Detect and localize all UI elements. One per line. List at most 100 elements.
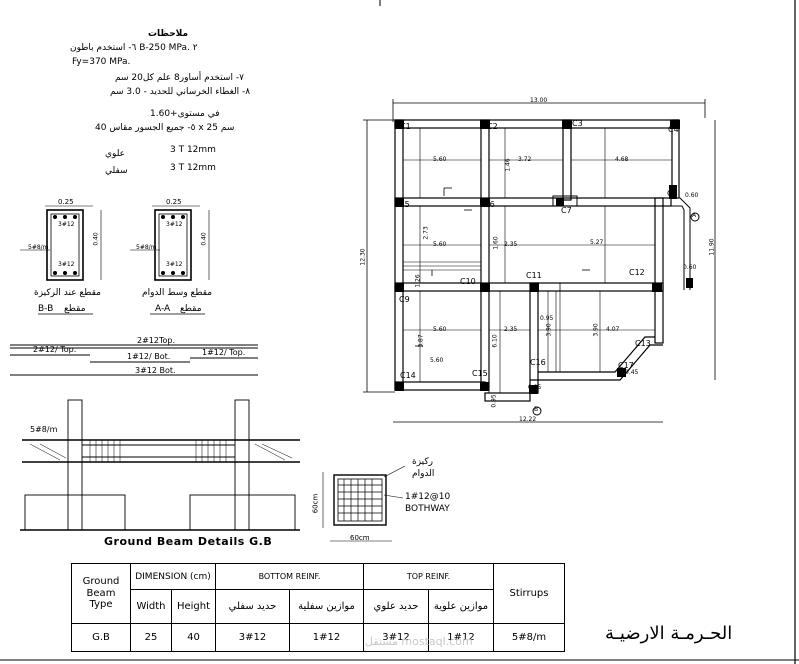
section-left-width: 0.25: [58, 198, 74, 206]
note-1: ٦- استخدم باطون B-250 MPa. ٢: [70, 43, 198, 53]
span-22: 0.95: [528, 384, 542, 391]
footing-plan: [322, 465, 406, 542]
column-c14: C14: [400, 371, 416, 380]
top-bars-value: 3 T 12mm: [170, 145, 216, 155]
footing-mesh-dir: BOTHWAY: [405, 504, 450, 514]
note-4: في مستوى+1.60: [150, 109, 220, 119]
section-right-word: مقطع: [180, 304, 202, 314]
ground-beam-stirrup: 5#8/m: [30, 425, 58, 434]
column-c5: C5: [399, 200, 410, 209]
cell-stirrups: 5#8/m: [493, 623, 565, 652]
section-left-stirrup: 5#8/m: [28, 244, 49, 251]
span-24: 0.95: [490, 394, 498, 408]
column-c10: C10: [460, 277, 476, 286]
footing-dim-side: 60cm: [311, 493, 320, 514]
footing-mesh: 1#12@10: [405, 492, 451, 502]
footing-label-1: ركيزة: [412, 457, 434, 467]
header-height: Height: [171, 589, 216, 624]
cell-height: 40: [171, 623, 216, 652]
span-18: 1.26: [414, 274, 422, 288]
header-bot-ar1: حديد سفلي: [215, 589, 290, 624]
table-row: G.B 25 40 3#12 1#12 3#12 1#12 5#8/m: [71, 623, 565, 652]
column-c2: C2: [487, 122, 498, 131]
note-3: ٨- الغطاء الخرساني للحديد - 3.0 سم: [110, 87, 251, 97]
column-c16: C16: [530, 358, 546, 367]
bot-bars-value: 3 T 12mm: [170, 163, 216, 173]
column-c15: C15: [472, 369, 488, 378]
notes-heading: ملاحظات: [148, 29, 189, 39]
cell-bot2: 1#12: [289, 623, 364, 652]
span-14: 3.90: [545, 323, 553, 337]
footing-label-2: الدوام: [412, 469, 435, 479]
column-c12: C12: [629, 268, 645, 277]
span-7: 5.27: [590, 239, 604, 246]
span-11: 3.87: [417, 334, 425, 348]
span-17: 1.60: [492, 236, 500, 250]
section-left-top-bars: 3#12: [58, 221, 75, 228]
section-left-title: مقطع عند الركيزة: [34, 288, 101, 298]
span-4: 2.73: [422, 226, 430, 240]
column-c3: C3: [572, 119, 583, 128]
bot-bars-label: سفلي: [105, 166, 128, 176]
section-left-height: 0.40: [92, 232, 100, 246]
section-right-top-bars: 3#12: [166, 221, 183, 228]
rebar-dots: [53, 215, 185, 275]
span-9: 2.35: [504, 326, 518, 333]
column-c13: C13: [635, 339, 651, 348]
span-23: 0.45: [625, 369, 639, 376]
section-right-bot-bars: 3#12: [166, 261, 183, 268]
cell-bot1: 3#12: [215, 623, 290, 652]
column-c8: C8: [667, 189, 678, 198]
header-top: TOP REINF.: [363, 563, 494, 590]
beam-sections: [20, 205, 210, 315]
span-6: 2.35: [504, 241, 518, 248]
header-bottom: BOTTOM REINF.: [215, 563, 364, 590]
cell-top2: 1#12: [428, 623, 494, 652]
span-1: 5.60: [433, 156, 447, 163]
plan-dim-right: 11.90: [708, 238, 716, 256]
plan-dim-top: 13.00: [530, 97, 548, 104]
note-5: ٥- جميع الجسور مقاس 40 x 25 سم: [95, 123, 235, 133]
span-5: 5.60: [433, 241, 447, 248]
span-12: 5.60: [430, 357, 444, 364]
column-c17: C17: [618, 361, 634, 370]
section-left-code: B-B: [38, 304, 54, 314]
section-right-width: 0.25: [166, 198, 182, 206]
section-right-stirrup: 5#8/m: [136, 244, 157, 251]
column-c9: C9: [399, 295, 410, 304]
rebar-mid-center: 1#12/ Bot.: [127, 352, 171, 361]
span-20: 0.60: [685, 192, 699, 199]
ground-beam-schedule: Ground Beam Type DIMENSION (cm) BOTTOM R…: [71, 563, 565, 652]
section-mark-b: B: [534, 406, 539, 413]
column-c7: C7: [561, 206, 572, 215]
note-1b: Fy=370 MPa.: [72, 57, 131, 67]
section-right-code: A-A: [155, 304, 171, 314]
rebar-schematic: [10, 344, 258, 376]
header-stirrups: Stirrups: [493, 563, 565, 624]
floor-plan: [363, 99, 716, 423]
section-marks: [532, 212, 700, 416]
header-type: Ground Beam Type: [71, 563, 131, 624]
column-c6: C6: [484, 200, 495, 209]
plan-dim-bottom: 12.22: [519, 416, 537, 423]
column-c11: C11: [526, 271, 542, 280]
section-mark-a: A: [692, 212, 697, 219]
span-19: 1.46: [504, 158, 512, 172]
ground-beam-detail: [20, 399, 300, 531]
note-2: ٧- استخدم أساور8 علم كل20 سم: [115, 73, 244, 83]
span-8: 5.60: [433, 326, 447, 333]
span-10: 4.07: [606, 326, 620, 333]
span-13: 6.10: [491, 334, 499, 348]
rebar-top-center: 2#12Top.: [137, 336, 176, 345]
header-dimension: DIMENSION (cm): [130, 563, 216, 590]
span-21: 0.60: [683, 264, 697, 271]
column-c4: C4: [668, 125, 679, 134]
section-left-bot-bars: 3#12: [58, 261, 75, 268]
footing-dim-bottom: 60cm: [350, 534, 370, 542]
span-2: 3.72: [518, 156, 532, 163]
span-15: 3.90: [592, 323, 600, 337]
section-right-title: مقطع وسط الدوام: [142, 288, 213, 298]
section-right-height: 0.40: [200, 232, 208, 246]
columns: [395, 120, 693, 394]
header-bot-ar2: موازين سفلية: [289, 589, 364, 624]
